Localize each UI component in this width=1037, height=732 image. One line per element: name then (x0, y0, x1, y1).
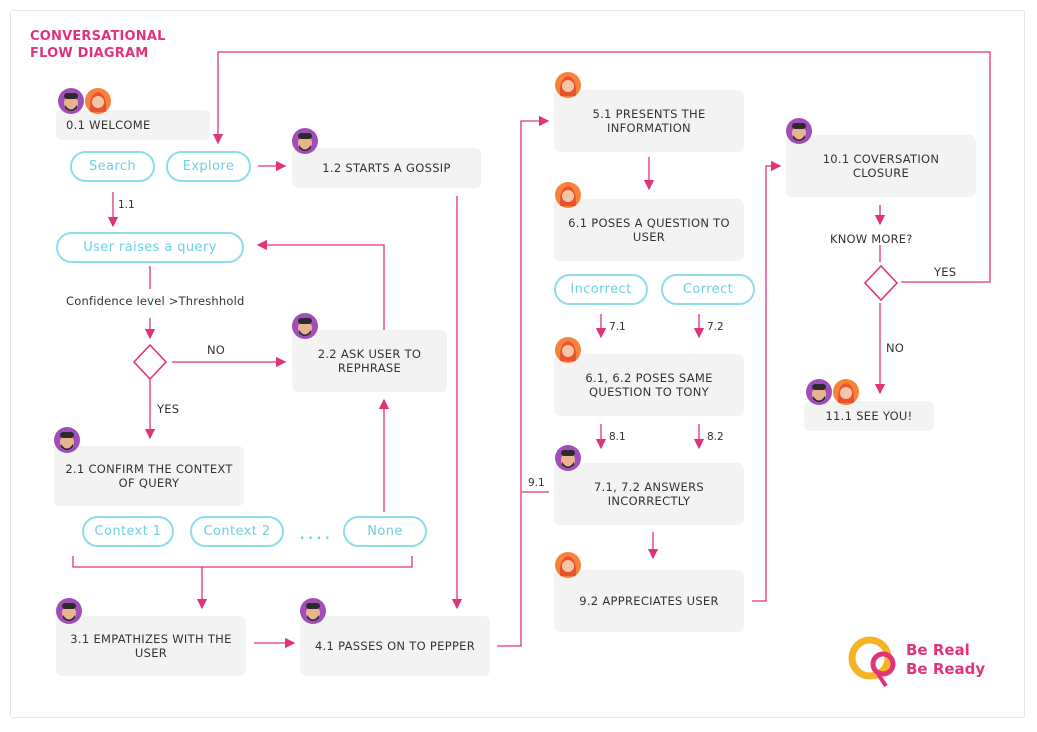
pill-correct[interactable]: Correct (661, 274, 755, 305)
label-yes-2: YES (934, 265, 957, 279)
male-avatar-icon (292, 128, 318, 154)
female-avatar-icon (555, 552, 581, 578)
box-starts-gossip: 1.2 STARTS A GOSSIP (292, 148, 481, 188)
box-see-you: 11.1 SEE YOU! (804, 401, 934, 431)
female-avatar-icon (555, 182, 581, 208)
box-conversation-closure: 10.1 COVERSATION CLOSURE (786, 135, 976, 197)
label-1-1: 1.1 (118, 199, 135, 211)
diagram-frame (10, 10, 1025, 718)
decision-diamond-confidence (132, 343, 168, 381)
title-line-2: FLOW DIAGRAM (30, 46, 149, 61)
box-poses-same-question: 6.1, 6.2 POSES SAME QUESTION TO TONY (554, 354, 744, 416)
male-avatar-icon (555, 445, 581, 471)
pill-search[interactable]: Search (70, 151, 155, 182)
pill-none[interactable]: None (343, 516, 427, 547)
male-avatar-icon (56, 598, 82, 624)
label-confidence: Confidence level >Threshhold (66, 294, 245, 308)
diagram-title: CONVERSATIONAL FLOW DIAGRAM (30, 28, 166, 62)
brand-logo-icon (848, 636, 896, 688)
label-7-1: 7.1 (609, 321, 626, 333)
brand-line-2: Be Ready (906, 660, 986, 678)
label-no-1: NO (207, 343, 226, 357)
box-confirm-context: 2.1 CONFIRM THE CONTEXT OF QUERY (54, 446, 244, 506)
title-line-1: CONVERSATIONAL (30, 29, 166, 44)
label-8-1: 8.1 (609, 431, 626, 443)
male-avatar-icon (806, 379, 832, 405)
box-empathizes: 3.1 EMPATHIZES WITH THE USER (56, 616, 246, 676)
box-ask-rephrase: 2.2 ASK USER TO REPHRASE (292, 330, 447, 392)
label-no-2: NO (886, 341, 905, 355)
box-presents-info: 5.1 PRESENTS THE INFORMATION (554, 90, 744, 152)
female-avatar-icon (833, 379, 859, 405)
label-know-more: KNOW MORE? (830, 232, 913, 246)
label-7-2: 7.2 (707, 321, 724, 333)
box-poses-question: 6.1 POSES A QUESTION TO USER (554, 199, 744, 261)
box-welcome: 0.1 WELCOME (56, 110, 210, 140)
female-avatar-icon (555, 337, 581, 363)
pill-incorrect[interactable]: Incorrect (554, 274, 648, 305)
male-avatar-icon (292, 313, 318, 339)
more-contexts-ellipsis: .... (299, 520, 333, 544)
box-appreciates-user: 9.2 APPRECIATES USER (554, 570, 744, 632)
male-avatar-icon (58, 88, 84, 114)
label-9-1: 9.1 (528, 477, 545, 489)
decision-diamond-know-more (863, 264, 899, 302)
pill-context-2[interactable]: Context 2 (190, 516, 284, 547)
box-passes-on: 4.1 PASSES ON TO PEPPER (300, 616, 490, 676)
label-yes-1: YES (157, 402, 180, 416)
brand-tagline: Be Real Be Ready (906, 641, 985, 679)
pill-user-raises-query[interactable]: User raises a query (56, 232, 244, 263)
female-avatar-icon (85, 88, 111, 114)
male-avatar-icon (786, 118, 812, 144)
male-avatar-icon (54, 427, 80, 453)
box-answers-incorrectly: 7.1, 7.2 ANSWERS INCORRECTLY (554, 463, 744, 525)
label-8-2: 8.2 (707, 431, 724, 443)
pill-context-1[interactable]: Context 1 (82, 516, 174, 547)
brand-line-1: Be Real (906, 641, 970, 659)
male-avatar-icon (300, 598, 326, 624)
pill-explore[interactable]: Explore (166, 151, 251, 182)
female-avatar-icon (555, 72, 581, 98)
